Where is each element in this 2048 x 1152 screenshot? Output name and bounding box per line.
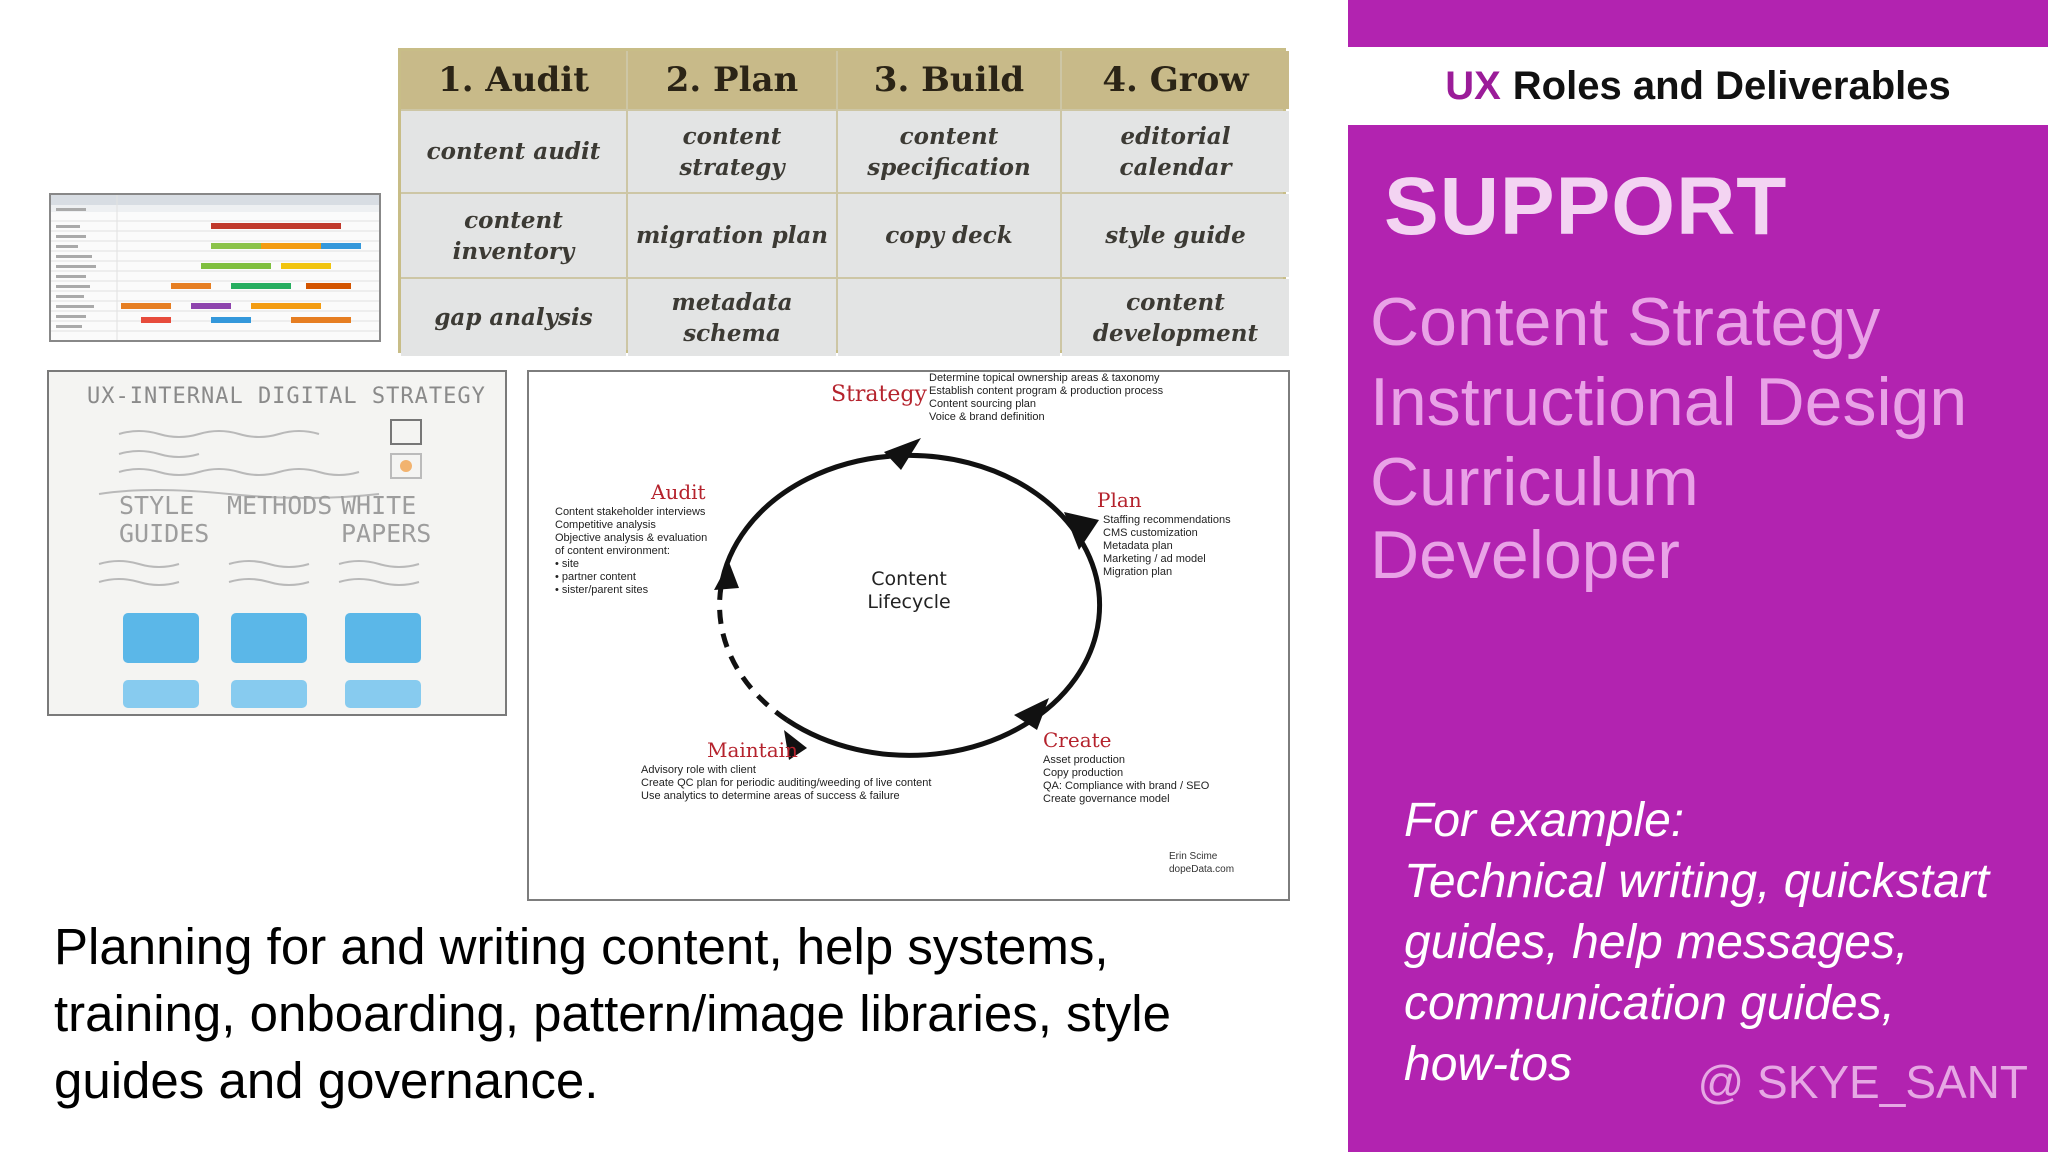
stage-item: QA: Compliance with brand / SEO bbox=[1043, 780, 1210, 792]
table-header: 2. Plan bbox=[628, 51, 836, 109]
body-line: Planning for and writing content, help s… bbox=[54, 918, 1109, 975]
table-cell: content specification bbox=[838, 111, 1060, 192]
sketch-tile bbox=[231, 680, 307, 708]
role-item: Curriculum bbox=[1370, 444, 1699, 520]
example-line: communication guides, bbox=[1404, 977, 1895, 1030]
author-handle: @ SKYE_SANT bbox=[1697, 1056, 2028, 1108]
project-timeline-thumbnail bbox=[49, 193, 381, 342]
strategy-sketch-panel: UX-INTERNAL DIGITAL STRATEGY STYLE GUIDE… bbox=[47, 370, 507, 716]
stage-item: • site bbox=[555, 558, 580, 570]
stage-item: Migration plan bbox=[1103, 566, 1173, 578]
sketch-tile bbox=[345, 613, 421, 663]
stage-item: • partner content bbox=[555, 571, 636, 583]
sketch-column-label: STYLE GUIDES bbox=[119, 491, 210, 548]
content-lifecycle-diagram: Content Lifecycle Strategy Determine top… bbox=[527, 370, 1290, 901]
header-title: Roles and Deliverables bbox=[1512, 63, 1951, 108]
stage-item: Marketing / ad model bbox=[1103, 553, 1206, 565]
table-cell: gap analysis bbox=[401, 279, 626, 356]
section-title: SUPPORT bbox=[1384, 161, 1788, 252]
center-label-line: Content bbox=[871, 568, 947, 590]
table-cell: style guide bbox=[1062, 194, 1289, 277]
table-cell bbox=[838, 279, 1060, 356]
stage-item: CMS customization bbox=[1103, 527, 1198, 539]
stage-item: Use analytics to determine areas of succ… bbox=[641, 790, 900, 802]
table-cell: migration plan bbox=[628, 194, 836, 277]
table-header: 3. Build bbox=[838, 51, 1060, 109]
header-prefix: UX bbox=[1445, 63, 1501, 108]
role-item: Content Strategy bbox=[1370, 284, 1881, 360]
stage-title: Plan bbox=[1097, 488, 1142, 512]
stage-item: Voice & brand definition bbox=[929, 411, 1045, 423]
stage-item: Determine topical ownership areas & taxo… bbox=[929, 372, 1160, 384]
gantt-chart-graphic bbox=[51, 195, 379, 340]
sketch-title: UX-INTERNAL DIGITAL STRATEGY bbox=[87, 384, 486, 409]
table-cell: metadata schema bbox=[628, 279, 836, 356]
stage-items: Asset production Copy production QA: Com… bbox=[1043, 754, 1209, 806]
role-item: Instructional Design bbox=[1370, 364, 1968, 440]
diagram-credit: Erin Scime dopeData.com bbox=[1169, 850, 1234, 876]
example-line: Technical writing, quickstart bbox=[1404, 855, 1990, 908]
example-line: guides, help messages, bbox=[1404, 916, 1909, 969]
stage-item: Create governance model bbox=[1043, 793, 1170, 805]
body-line: guides and governance. bbox=[54, 1052, 599, 1109]
table-header: 1. Audit bbox=[401, 51, 626, 109]
stage-item: Advisory role with client bbox=[641, 764, 756, 776]
table-cell: editorial calendar bbox=[1062, 111, 1289, 192]
stage-item: Competitive analysis bbox=[555, 519, 656, 531]
stage-item: of content environment: bbox=[555, 545, 670, 557]
role-list: Content Strategy Instructional Design Cu… bbox=[1370, 282, 2030, 593]
sketch-tile bbox=[231, 613, 307, 663]
slide-header: UX Roles and Deliverables bbox=[1348, 47, 2048, 125]
content-process-table: 1. Audit 2. Plan 3. Build 4. Grow conten… bbox=[398, 48, 1289, 356]
credit-line: dopeData.com bbox=[1169, 864, 1235, 875]
example-text: For example: Technical writing, quicksta… bbox=[1404, 790, 2044, 1095]
lifecycle-cycle-graphic bbox=[714, 438, 1103, 760]
body-line: training, onboarding, pattern/image libr… bbox=[54, 985, 1171, 1042]
sketch-column-label: METHODS bbox=[227, 491, 333, 520]
table-cell: content strategy bbox=[628, 111, 836, 192]
stage-item: Content sourcing plan bbox=[929, 398, 1037, 410]
stage-items: Content stakeholder interviews Competiti… bbox=[555, 506, 707, 597]
table-cell: content development bbox=[1062, 279, 1289, 356]
stage-item: • sister/parent sites bbox=[555, 584, 649, 596]
example-label: For example: bbox=[1404, 794, 1685, 847]
slide-body-text: Planning for and writing content, help s… bbox=[54, 913, 1344, 1114]
stage-title: Maintain bbox=[707, 738, 798, 762]
stage-item: Create QC plan for periodic auditing/wee… bbox=[641, 777, 932, 789]
stage-item: Metadata plan bbox=[1103, 540, 1173, 552]
stage-title: Audit bbox=[651, 480, 706, 504]
table-cell: copy deck bbox=[838, 194, 1060, 277]
table-header: 4. Grow bbox=[1062, 51, 1289, 109]
support-side-panel: UX Roles and Deliverables SUPPORT Conten… bbox=[1348, 0, 2048, 1152]
stage-items: Advisory role with client Create QC plan… bbox=[641, 764, 931, 803]
stage-item: Copy production bbox=[1043, 767, 1124, 779]
example-line: how-tos bbox=[1404, 1038, 1573, 1091]
stage-item: Asset production bbox=[1043, 754, 1125, 766]
table-cell: content inventory bbox=[401, 194, 626, 277]
role-item: Developer bbox=[1370, 517, 1680, 593]
stage-item: Content stakeholder interviews bbox=[555, 506, 706, 518]
table-cell: content audit bbox=[401, 111, 626, 192]
sketch-tile bbox=[123, 613, 199, 663]
stage-item: Objective analysis & evaluation bbox=[555, 532, 708, 544]
sketch-scribbles bbox=[98, 419, 422, 586]
credit-line: Erin Scime bbox=[1169, 851, 1218, 862]
sketch-tile bbox=[345, 680, 421, 708]
sketch-tile bbox=[123, 680, 199, 708]
stage-items: Determine topical ownership areas & taxo… bbox=[929, 372, 1163, 424]
lifecycle-center-label: Content Lifecycle bbox=[829, 568, 989, 614]
stage-title: Strategy bbox=[831, 382, 927, 407]
center-label-line: Lifecycle bbox=[867, 591, 951, 613]
stage-item: Staffing recommendations bbox=[1103, 514, 1231, 526]
stage-item: Establish content program & production p… bbox=[929, 385, 1164, 397]
sketch-column-label: WHITE PAPERS bbox=[341, 491, 432, 548]
stage-items: Staffing recommendations CMS customizati… bbox=[1103, 514, 1231, 579]
slide-content-area: 1. Audit 2. Plan 3. Build 4. Grow conten… bbox=[47, 48, 1344, 1114]
stage-title: Create bbox=[1043, 728, 1112, 752]
